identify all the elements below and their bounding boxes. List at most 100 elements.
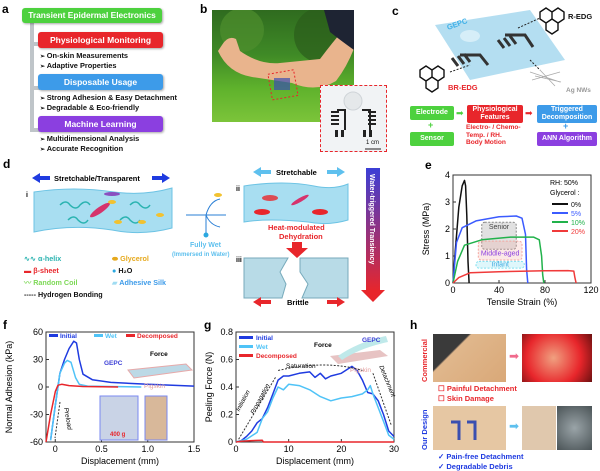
y-tick-label: 60: [33, 327, 43, 337]
legend-swatch: [239, 345, 253, 348]
checkbox-icon: ☐: [438, 384, 447, 393]
plus-icon: +: [563, 121, 569, 131]
legend-text: α-helix: [38, 254, 62, 263]
bullets-disposable: Strong Adhesion & Easy Detachment Degrad…: [40, 93, 177, 114]
arrow-right-icon: ➡: [509, 349, 520, 363]
ann-box: ANN Algorithm: [537, 132, 597, 146]
silk-icon: ▰: [112, 278, 120, 287]
sensor-on-skin-icon: [451, 420, 477, 440]
coil-icon: 〰: [24, 278, 34, 287]
region-label: Infant: [491, 261, 509, 268]
bullet: Degradable & Eco-friendly: [40, 103, 177, 114]
y-tick-label: 0.6: [220, 355, 233, 365]
dash-icon: -----: [24, 290, 38, 299]
br-edg-label: BR-EDG: [448, 83, 478, 92]
force-label: Force: [314, 342, 332, 349]
our-design-benefits: ✓ Pain-free Detachment ✓ Degradable Debr…: [438, 452, 523, 471]
plus-icon: +: [428, 120, 434, 130]
detachment-arrow: [372, 373, 392, 426]
x-axis-label: Displacement (mm): [81, 456, 159, 466]
commercial-drawbacks: ☐ Painful Detachment ☐ Skin Damage: [438, 384, 517, 404]
legend-entry: Initial: [256, 335, 273, 342]
bullet: Multidimensional Analysis: [40, 134, 140, 145]
bullet: On-skin Measurements: [40, 51, 128, 62]
panel-label-h: h: [410, 318, 418, 332]
x-tick-label: 1.0: [141, 444, 154, 454]
pigskin-label: Pigskin: [144, 383, 165, 390]
y-tick-label: 0.4: [220, 382, 233, 392]
legend-entry: Decomposed: [137, 333, 178, 340]
series-line-20: [452, 269, 577, 284]
legend-subtitle: Glycerol :: [550, 190, 580, 197]
legend-text: β-sheet: [33, 266, 59, 275]
arrow-down-icon: [361, 290, 385, 302]
x-tick-label: 20: [336, 444, 346, 454]
sensor-pattern-icon: [331, 91, 381, 150]
brittle-label: Brittle: [287, 298, 309, 307]
x-tick-label: 0: [233, 444, 238, 454]
bullets-machine-learning: Multidimensional Analysis Accurate Recog…: [40, 134, 140, 155]
glycerol-icon: ⬬: [112, 254, 121, 263]
legend-text: Glycerol: [120, 254, 149, 263]
x-tick-label: 120: [583, 285, 598, 295]
our-design-photo-3: [557, 406, 592, 450]
heat-label-1: Heat-modulated: [268, 223, 325, 232]
y-tick-label: 1: [445, 251, 450, 261]
physio-sub: Temp. / RH.: [466, 131, 502, 139]
legend-entry: 0%: [571, 202, 581, 209]
legend-text: H₂O: [118, 266, 133, 275]
legend-beta-sheet: ▬ β-sheet: [24, 266, 59, 275]
drawback-item: ☐ Painful Detachment: [438, 384, 517, 394]
bullets-physiological: On-skin Measurements Adaptive Properties: [40, 51, 128, 71]
check-icon: ✓: [438, 452, 447, 461]
series-line-initial: [235, 365, 395, 443]
roman-i: i: [26, 192, 28, 199]
physio-line1: Physiological: [472, 106, 518, 113]
legend-text: Hydrogen Bonding: [37, 290, 103, 299]
sensor-inset: 1 cm: [320, 85, 387, 152]
y-tick-label: -60: [30, 437, 43, 447]
y-axis-label: Peeling Force (N): [204, 352, 214, 423]
legend-swatch: [239, 354, 253, 357]
x-tick-label: 0: [53, 444, 58, 454]
series-line-decomposed: [235, 439, 394, 443]
legend-alpha-helix: ∿∿ α-helix: [24, 254, 61, 263]
x-axis-label: Displacement (mm): [276, 456, 354, 466]
x-tick-label: 1.5: [188, 444, 200, 454]
panel-label-g: g: [204, 318, 212, 332]
triggered-line1: Triggered: [551, 106, 583, 113]
y-tick-label: 0: [228, 437, 233, 447]
legend-glycerol: ⬬ Glycerol: [112, 254, 149, 264]
bullet: Accurate Recognition: [40, 144, 139, 155]
series-line-wet: [235, 383, 395, 443]
ag-nws-label: Ag NWs: [566, 87, 591, 94]
legend-swatch: [49, 334, 58, 337]
y-tick-label: 2: [445, 224, 450, 234]
saturation-label: Saturation: [286, 363, 316, 370]
physio-line2: Features: [480, 114, 510, 121]
benefit-item: ✓ Pain-free Detachment: [438, 452, 523, 462]
y-axis-label: Stress (MPa): [421, 203, 431, 256]
ag-nanowire-icon: [529, 69, 562, 87]
legend-adhesive-silk: ▰ Adhesive Silk: [112, 278, 166, 287]
panel-label-a: a: [2, 2, 9, 16]
legend-text: Random Coil: [33, 278, 78, 287]
panel-label-d: d: [3, 157, 11, 171]
physio-sub: Electro- / Chemo-: [466, 124, 521, 131]
heat-label-2: Dehydration: [279, 232, 323, 241]
saturation-arrow: [278, 364, 363, 371]
x-tick-label: 10: [284, 444, 294, 454]
benefit-text: Degradable Debris: [446, 461, 513, 471]
physio-subtext: Electro- / Chemo- Temp. / RH. Body Motio…: [466, 124, 521, 147]
legend-entry: Wet: [105, 333, 118, 340]
electrode-box: Electrode: [410, 106, 454, 120]
stretch-transparent-label: Stretchable/Transparent: [54, 174, 140, 183]
fully-wet-label: Fully Wet: [190, 242, 222, 249]
arrow-right-icon: ➡: [525, 108, 533, 118]
gepc-schematic: GEPC R-EDG BR-EDG Ag NWs: [419, 7, 592, 94]
y-tick-label: 0.8: [220, 327, 233, 337]
y-tick-label: 0: [445, 278, 450, 288]
y-axis-label: Normal Adhesion (kPa): [4, 341, 14, 434]
